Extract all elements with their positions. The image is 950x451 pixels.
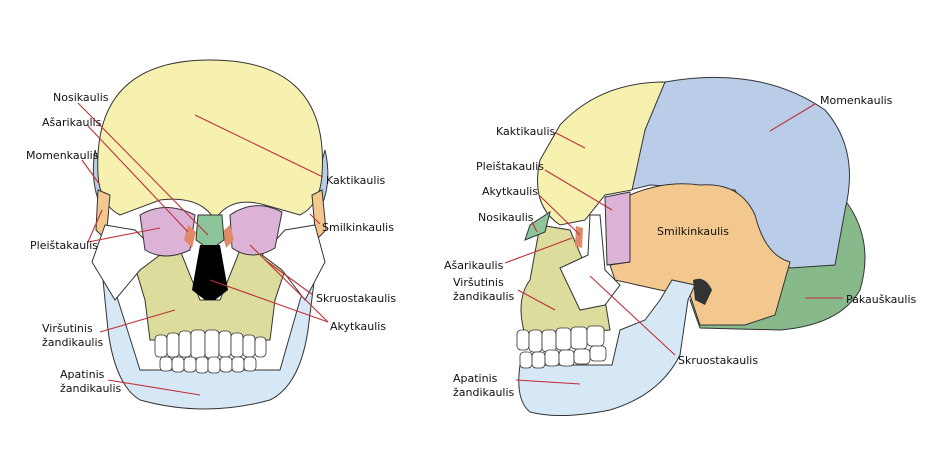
front-mandible <box>99 249 319 410</box>
label-front-temporal: Smilkinkaulis <box>322 221 394 234</box>
label-front-maxilla-1: Viršutinis <box>42 322 93 335</box>
front-zygomatic-right <box>261 224 326 301</box>
front-zygomatic-left <box>91 224 161 301</box>
front-orbit-left <box>139 207 196 257</box>
front-lacrimal-right <box>222 225 234 248</box>
label-side-lacrimal: Ašarikaulis <box>444 259 504 272</box>
label-side-maxilla-1: Viršutinis <box>453 276 504 289</box>
label-side-zygomatic: Skruostakaulis <box>678 354 758 367</box>
label-front-mandible-2: žandikaulis <box>60 382 122 395</box>
label-front-frontal: Kaktikaulis <box>326 174 386 187</box>
label-front-sphenoid: Pleištakaulis <box>30 239 98 252</box>
side-labels: Kaktikaulis Pleištakaulis Akytkaulis Nos… <box>444 94 917 399</box>
front-orbit-right <box>229 205 283 256</box>
label-side-parietal: Momenkaulis <box>820 94 893 107</box>
front-nasal-cavity <box>192 245 228 300</box>
side-leader-lines <box>504 103 843 385</box>
side-frontal <box>537 81 666 226</box>
label-side-mandible-2: žandikaulis <box>453 386 515 399</box>
side-temporal <box>609 183 791 326</box>
label-front-mandible-1: Apatinis <box>60 368 105 381</box>
label-front-parietal: Momenkaulis <box>26 149 99 162</box>
front-frontal-bone <box>97 59 323 221</box>
label-front-lacrimal: Ašarikaulis <box>42 116 102 129</box>
label-front-ethmoid: Akytkaulis <box>330 320 386 333</box>
label-side-mandible-1: Apatinis <box>453 372 498 385</box>
label-side-ethmoid: Akytkaulis <box>482 185 538 198</box>
label-side-temporal: Smilkinkaulis <box>657 225 729 238</box>
side-lacrimal <box>575 226 583 248</box>
side-parietal <box>629 76 850 269</box>
front-teeth <box>154 329 267 374</box>
side-teeth <box>516 325 607 369</box>
label-front-zygomatic: Skruostakaulis <box>316 292 396 305</box>
label-side-occipital: Pakauškaulis <box>846 293 917 306</box>
label-side-frontal: Kaktikaulis <box>496 125 556 138</box>
front-labels: Nosikaulis Ašarikaulis Momenkaulis Pleiš… <box>26 91 396 395</box>
side-nasal-bone <box>524 210 551 241</box>
front-nasal-bone <box>195 214 225 251</box>
label-side-sphenoid: Pleištakaulis <box>476 160 544 173</box>
label-front-maxilla-2: žandikaulis <box>42 336 104 349</box>
label-side-nasal: Nosikaulis <box>478 211 534 224</box>
label-side-maxilla-2: žandikaulis <box>453 290 515 303</box>
side-mandible <box>518 279 696 417</box>
side-sphenoid <box>604 191 631 266</box>
front-skull <box>91 59 329 410</box>
side-zygomatic <box>559 214 621 311</box>
side-ear-canal <box>693 278 712 305</box>
front-leader-lines <box>77 102 329 396</box>
label-front-nasal: Nosikaulis <box>53 91 109 104</box>
side-skull <box>516 76 866 417</box>
